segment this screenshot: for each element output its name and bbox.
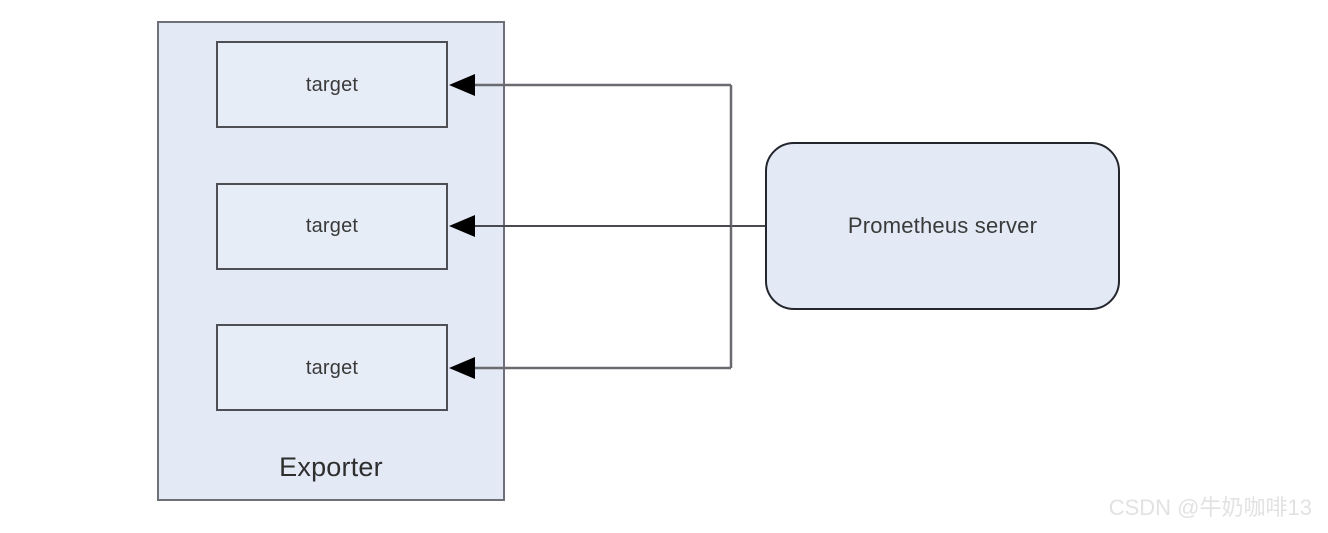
target-box-1[interactable] [216,41,448,128]
arrowhead-target-1 [449,74,475,96]
target-label-1: target [305,74,359,96]
target-label-3: target [305,357,359,379]
target-label-2: target [305,215,359,237]
arrowhead-target-3 [449,357,475,379]
target-box-2[interactable] [216,183,448,270]
target-box-3[interactable] [216,324,448,411]
prometheus-server-label: Prometheus server [847,213,1038,238]
csdn-watermark: CSDN @牛奶咖啡13 [1108,495,1312,520]
prometheus-server-box[interactable] [765,142,1120,310]
exporter-container-label: Exporter [279,452,383,482]
arrowhead-target-2 [449,215,475,237]
